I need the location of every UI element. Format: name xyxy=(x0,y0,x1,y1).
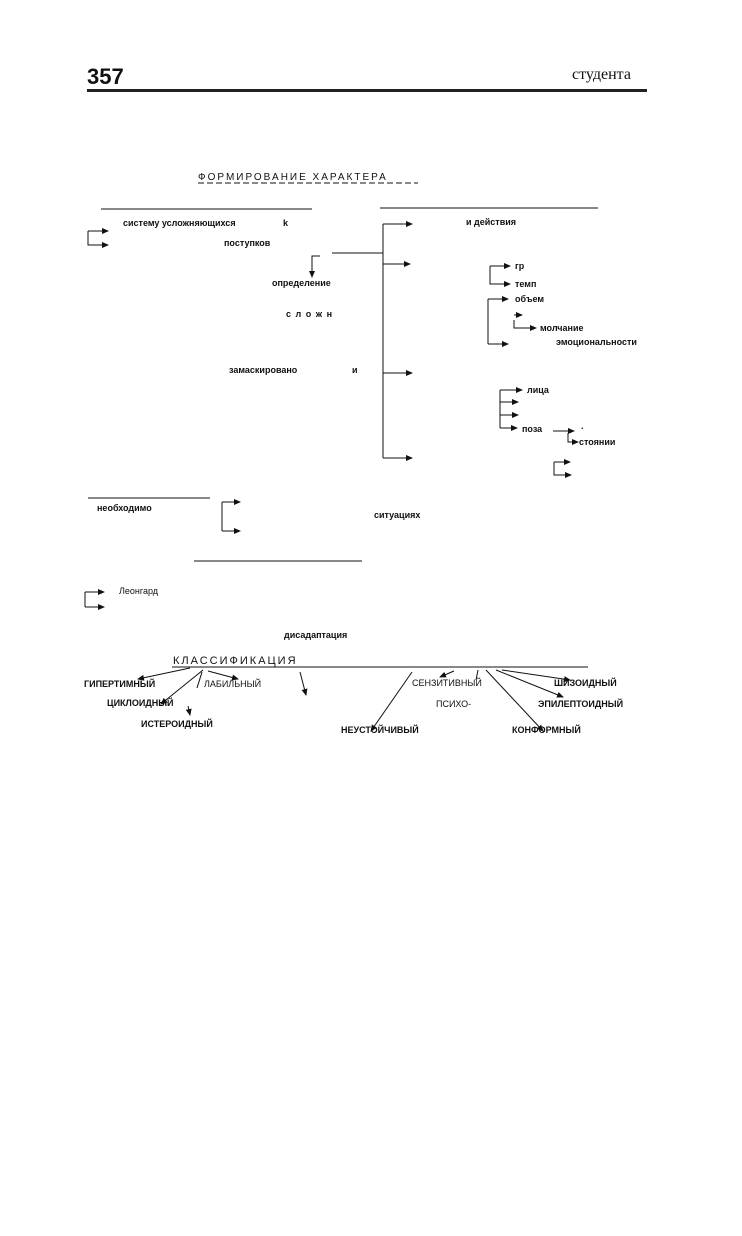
type-labile: ЛАБИЛЬНЫЙ xyxy=(204,679,262,689)
text-system: систему усложняющихся xyxy=(123,218,236,228)
text-complex: с л о ж н xyxy=(286,309,334,319)
text-actions-right: и действия xyxy=(466,217,517,227)
text-disadaptation: дисадаптация xyxy=(284,630,348,640)
diagram-title: ФОРМИРОВАНИЕ ХАРАКТЕРА xyxy=(198,172,388,183)
type-epileptoid: ЭПИЛЕПТОИДНЫЙ xyxy=(538,699,624,709)
text-dot: . xyxy=(581,421,584,431)
text-necessary: необходимо xyxy=(97,503,152,513)
text-emotional: эмоциональности xyxy=(556,337,637,347)
text-and: и xyxy=(352,365,358,375)
text-volume: объем xyxy=(515,294,545,304)
type-unstable: НЕУСТОЙЧИВЫЙ xyxy=(341,725,419,735)
text-definition: определение xyxy=(272,278,331,288)
type-sensitive: СЕНЗИТИВНЫЙ xyxy=(412,678,482,688)
type-conformal: КОНФОРМНЫЙ xyxy=(512,725,581,735)
text-masked: замаскировано xyxy=(229,365,298,375)
header-rule xyxy=(87,89,647,92)
type-schizoid: ШИЗОИДНЫЙ xyxy=(554,678,617,688)
type-cycloid: ЦИКЛОИДНЫЙ xyxy=(107,698,174,708)
text-standing: стоянии xyxy=(579,437,616,447)
type-hysteroid: ИСТЕРОИДНЫЙ xyxy=(141,719,213,729)
type-psycho: ПСИХО- xyxy=(436,699,472,709)
classification-title: КЛАССИФИКАЦИЯ xyxy=(173,655,298,667)
text-silent: молчание xyxy=(540,323,584,333)
page-number: 357 xyxy=(87,64,124,89)
text-k: k xyxy=(283,218,289,228)
text-actions-left: поступков xyxy=(224,238,271,248)
text-gr: гр xyxy=(515,261,525,271)
text-situations: ситуациях xyxy=(374,510,421,520)
text-leonhard: Леонгард xyxy=(119,586,159,596)
text-pose: поза xyxy=(522,424,543,434)
running-header-word: студента xyxy=(572,66,631,83)
type-hyperthymic: ГИПЕРТИМНЫЙ xyxy=(84,679,156,689)
text-temp: темп xyxy=(515,279,537,289)
text-face: лица xyxy=(527,385,549,395)
